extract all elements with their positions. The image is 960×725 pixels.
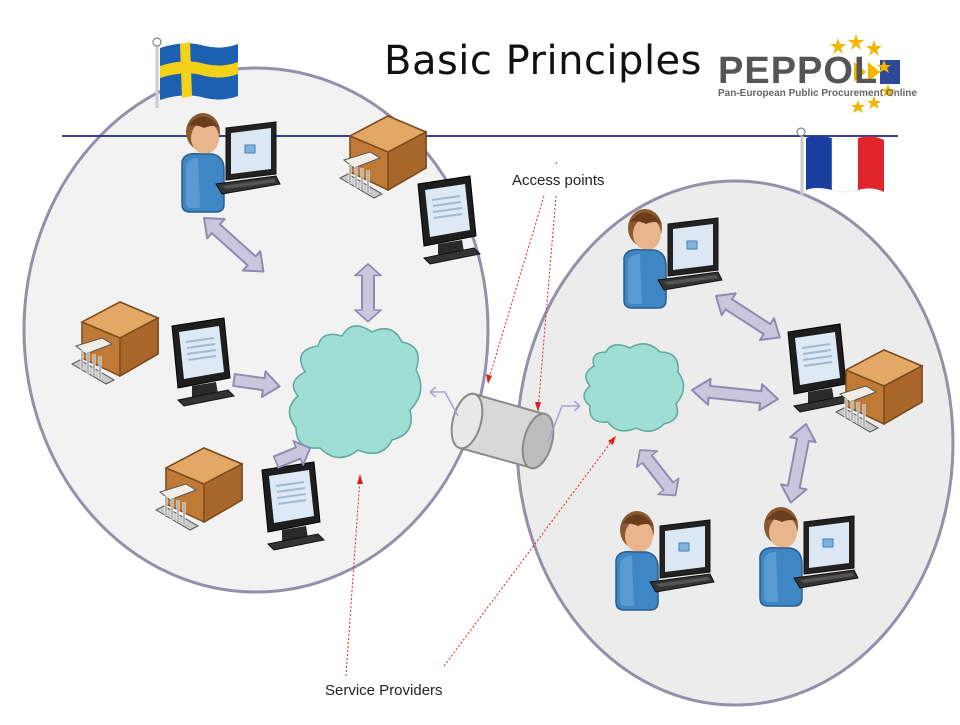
sweden-flag-icon xyxy=(152,37,238,108)
peppol-logo-text: PEPPOL xyxy=(718,50,879,92)
right-network-ellipse xyxy=(515,179,955,707)
callout-lines xyxy=(345,161,615,677)
left-cloud-icon xyxy=(288,325,422,459)
left-network-ellipse xyxy=(22,66,490,594)
access-point-cylinder-icon xyxy=(429,386,581,470)
service-providers-label: Service Providers xyxy=(325,682,443,699)
france-flag-icon xyxy=(796,127,884,196)
peppol-logo-subtitle: Pan-European Public Procurement Online xyxy=(718,88,917,99)
page-title: Basic Principles xyxy=(384,38,702,84)
right-cloud-icon xyxy=(583,343,685,432)
access-points-label: Access points xyxy=(512,172,605,189)
peppol-logo-icon xyxy=(830,34,900,113)
callout-arrowheads xyxy=(357,374,616,484)
